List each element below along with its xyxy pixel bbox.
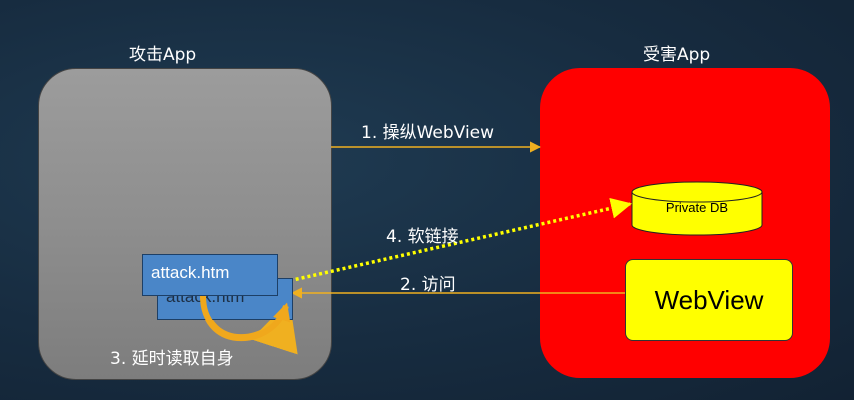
step3-label: 3. 延时读取自身 [110,349,234,369]
private-db-label: Private DB [665,200,729,215]
webview-box: WebView [625,259,793,341]
webview-label: WebView [654,284,764,315]
step2-label: 2. 访问 [400,275,456,295]
step1-label: 1. 操纵WebView [361,123,495,143]
step4-label: 4. 软链接 [386,227,459,247]
attacker-title: 攻击App [129,45,197,65]
private-db-cylinder [631,181,763,236]
victim-title: 受害App [643,45,711,65]
attack-file: attack.htm [142,254,278,296]
arrow-step4 [283,197,633,284]
